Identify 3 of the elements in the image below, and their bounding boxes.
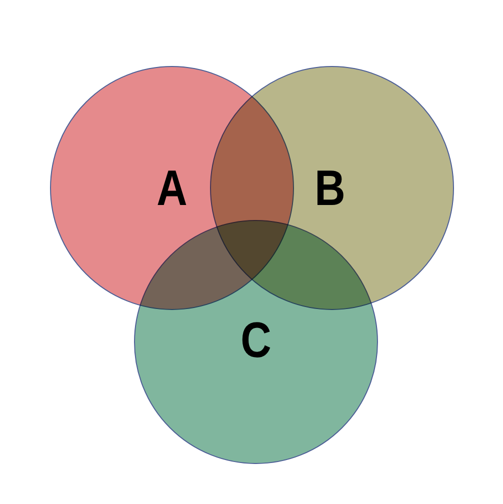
set-label: C bbox=[240, 315, 272, 365]
set-label: A bbox=[156, 163, 188, 213]
set-label: B bbox=[314, 163, 346, 213]
